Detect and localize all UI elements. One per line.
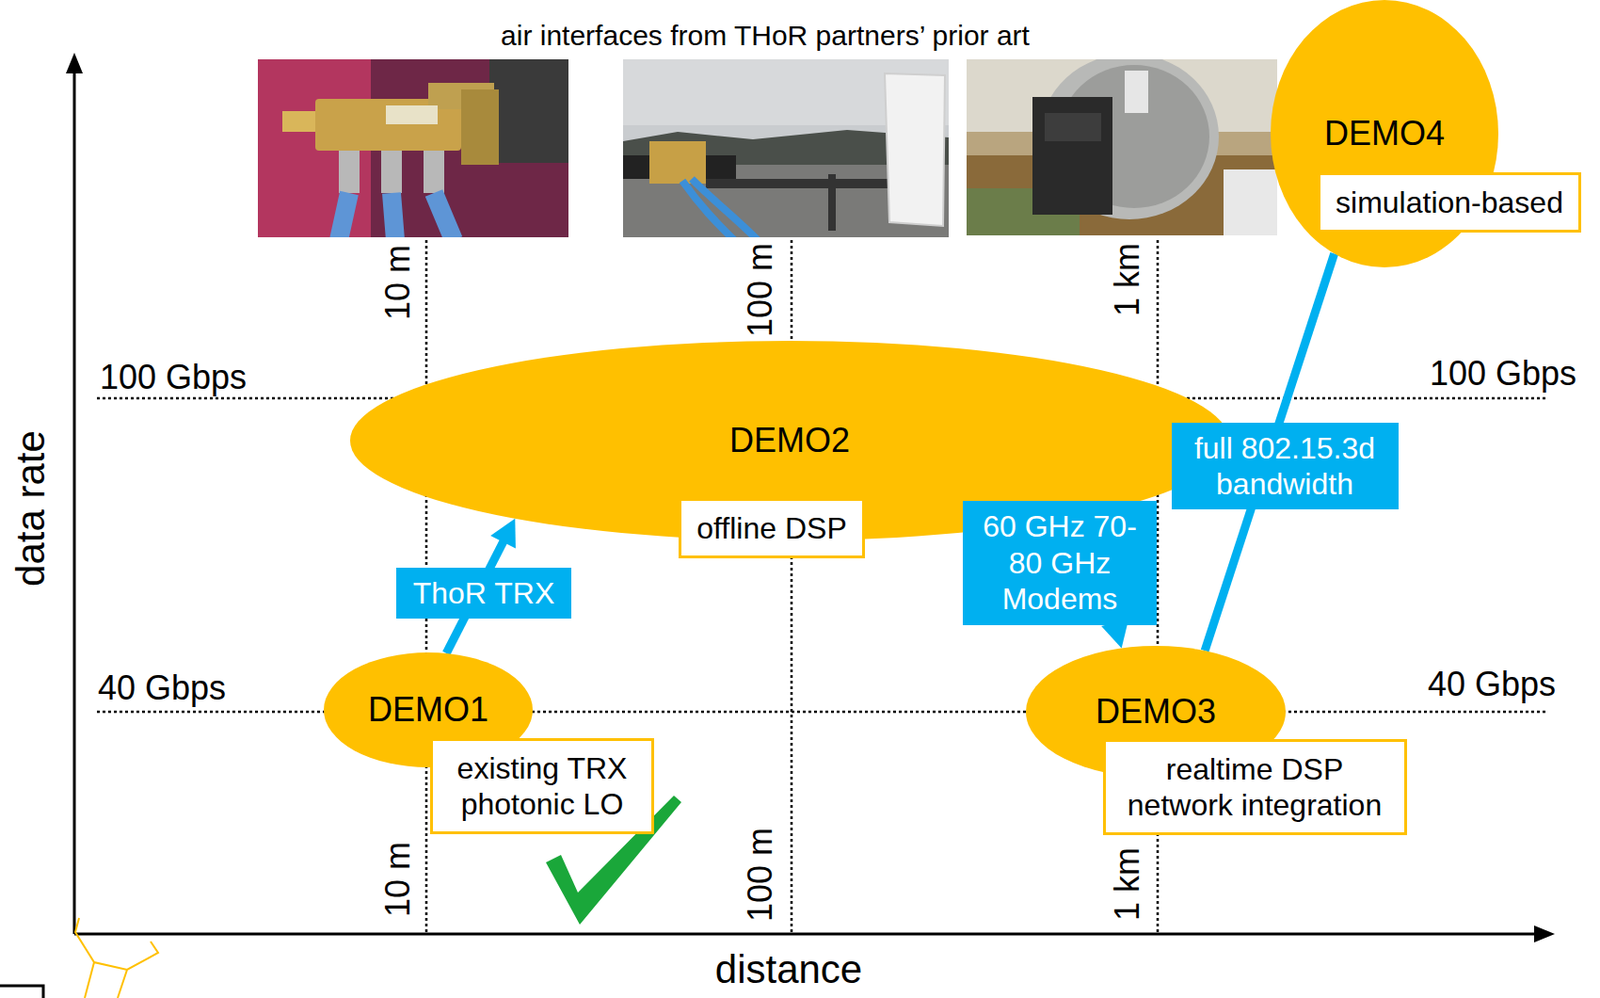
rate-label: 100 Gbps: [99, 356, 247, 398]
x-axis: [74, 932, 1538, 936]
axis-title: distance: [715, 945, 863, 993]
edge-label-box: 60 GHz 70-80 GHz Modems: [962, 500, 1157, 624]
edge-label: full 802.15.3d bandwidth: [1188, 430, 1382, 503]
cable: [682, 178, 758, 238]
sma-connector: [338, 150, 360, 193]
axis-arrowhead: [1534, 925, 1555, 943]
radio-box: [1032, 96, 1113, 215]
demo-label: DEMO4: [1324, 112, 1445, 154]
logo-fragment: [75, 917, 159, 998]
sma-connector: [423, 150, 445, 193]
logo-fragment: [0, 985, 44, 998]
edge-label-box: ThoR TRX: [396, 567, 573, 619]
note-text: offline DSP: [696, 510, 848, 546]
distance-label: 1 km: [1106, 847, 1148, 921]
grid-line: [96, 710, 1546, 714]
railing: [1223, 169, 1278, 236]
bar: [705, 178, 895, 189]
sma-connector: [381, 150, 402, 193]
edge-label-box: full 802.15.3d bandwidth: [1171, 422, 1399, 511]
y-axis: [73, 69, 77, 934]
pole: [828, 174, 836, 231]
note-box: existing TRX photonic LO: [430, 737, 655, 835]
rate-label: 100 Gbps: [1429, 352, 1577, 394]
demo-label: DEMO3: [1095, 690, 1216, 732]
photo-background: [257, 59, 569, 238]
edge-label: 60 GHz 70-80 GHz Modems: [979, 508, 1140, 617]
edge-label: ThoR TRX: [413, 575, 556, 611]
distance-label: 10 m: [377, 244, 418, 320]
sky: [623, 59, 949, 238]
cable: [338, 192, 454, 238]
photo-transceiver: [257, 59, 569, 238]
distance-label: 100 m: [739, 827, 781, 922]
note-box: offline DSP: [678, 497, 865, 559]
grid-lines: [96, 240, 1546, 934]
demo-label: DEMO2: [729, 419, 850, 461]
note-text: existing TRX photonic LO: [448, 750, 637, 823]
sticker: [385, 105, 438, 125]
rate-label: 40 Gbps: [97, 667, 226, 708]
gold-flange: [461, 89, 499, 165]
distance-label: 10 m: [377, 841, 418, 917]
note-box: realtime DSP network integration: [1103, 738, 1408, 836]
sticker: [1124, 70, 1149, 113]
demo-label: DEMO1: [368, 688, 489, 730]
rate-label: 40 Gbps: [1427, 663, 1556, 704]
radio-box: [1044, 112, 1102, 142]
arrowhead: [490, 518, 516, 549]
axis-arrowhead: [65, 52, 83, 74]
note-box: simulation-based: [1317, 172, 1582, 233]
note-text: realtime DSP network integration: [1120, 751, 1390, 824]
photo-outdoor-link: [623, 59, 949, 238]
reflector-panel: [884, 73, 945, 226]
gold-block: [649, 141, 706, 184]
axis-title: data rate: [7, 430, 55, 587]
heading: air interfaces from THoR partners’ prior…: [500, 18, 1030, 53]
distance-label: 1 km: [1106, 242, 1148, 317]
distance-label: 100 m: [739, 242, 781, 337]
note-text: simulation-based: [1335, 184, 1564, 221]
photo-background: [489, 59, 569, 163]
photo-antenna: [966, 59, 1278, 236]
